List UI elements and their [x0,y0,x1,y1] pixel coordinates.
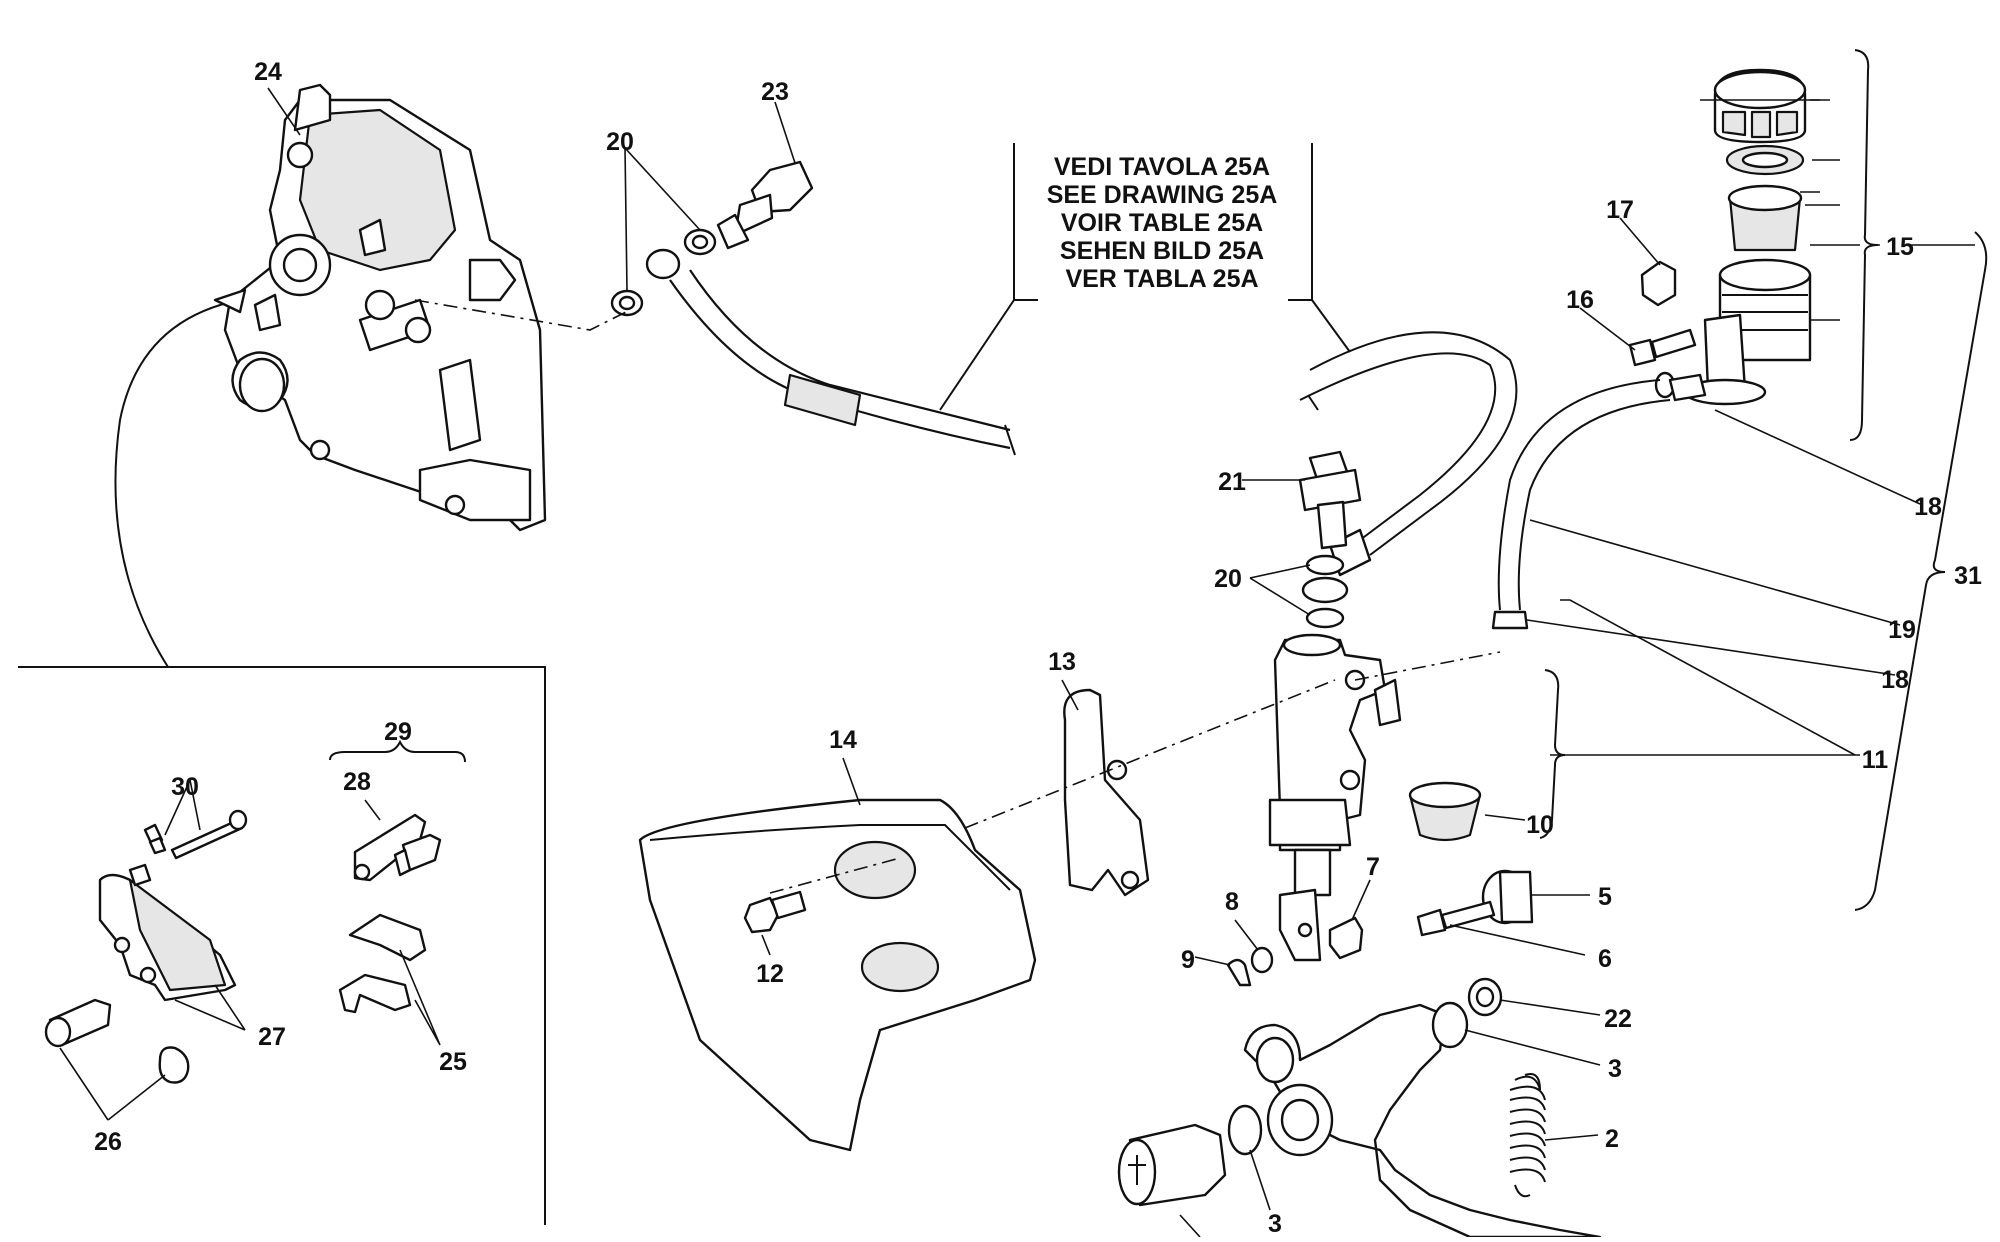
washer-8 [1250,946,1274,974]
fluid-reservoir [1683,68,1812,406]
brace-29 [329,739,466,763]
callout-3-lower: 3 [1268,1210,1282,1237]
screw-16 [1628,328,1697,367]
callout-numbers: 24 23 20 17 16 21 20 15 18 31 19 18 11 1… [94,58,1982,1238]
callout-3-upper: 3 [1608,1055,1622,1083]
callout-12: 12 [756,960,784,988]
hose-clamp-18-top [1654,371,1707,402]
note-line-5: VER TABLA 25A [1065,265,1258,293]
callout-15: 15 [1886,233,1914,261]
pin-30 [143,809,248,860]
screw-6 [1416,900,1496,937]
leader-lines [59,87,1921,1238]
note-line-3: VOIR TABLE 25A [1061,209,1263,237]
callout-30: 30 [171,773,199,801]
washers-20-top [610,228,717,317]
cotter-pin-9 [1226,958,1252,987]
washer-22 [1467,977,1503,1017]
brake-caliper [223,83,547,532]
callout-10: 10 [1526,811,1554,839]
reservoir-clip-17 [1640,260,1677,307]
callout-31: 31 [1954,562,1982,590]
bolt-12 [743,890,807,934]
brake-pads-27 [98,863,237,1002]
callout-2: 2 [1605,1125,1619,1153]
note-line-2: SEE DRAWING 25A [1047,181,1278,209]
brake-pedal [1243,1003,1602,1239]
reservoir-hose-19 [1491,379,1671,630]
callout-18-top: 18 [1914,493,1942,521]
callout-24: 24 [254,58,282,86]
callout-25: 25 [439,1048,467,1076]
banjo-bolt-23 [716,160,814,250]
callout-22: 22 [1604,1005,1632,1033]
pivot-bolt-1 [1117,1123,1227,1207]
callout-28: 28 [343,768,371,796]
callout-29: 29 [384,718,412,746]
callout-23: 23 [761,78,789,106]
pad-pin-26 [44,998,190,1084]
reference-note: VEDI TAVOLA 25A SEE DRAWING 25A VOIR TAB… [939,143,1351,411]
callout-13: 13 [1048,648,1076,676]
inset-frame [18,666,546,1225]
callout-19: 19 [1888,616,1916,644]
cap-10 [1408,781,1482,842]
callout-11: 11 [1862,746,1889,774]
bracket-13 [1063,688,1150,897]
o-ring-3-upper [1431,1001,1469,1049]
caliper-hose-to-inset [114,288,247,668]
callout-18-bottom: 18 [1881,666,1909,694]
kit-28 [353,813,442,882]
rubber-pad-5 [1481,869,1534,925]
callout-20-top: 20 [606,128,634,156]
note-line-1: VEDI TAVOLA 25A [1054,153,1270,181]
callout-8: 8 [1225,888,1239,916]
spring-2 [1509,1073,1546,1198]
banjo-bolt-21 [1298,450,1362,550]
o-ring-3-lower [1227,1104,1263,1156]
brake-hose-upper [669,269,1016,456]
heat-shield [638,798,1037,1152]
callout-20-center: 20 [1214,565,1242,593]
callout-6: 6 [1598,945,1612,973]
master-cylinder [1268,633,1402,962]
callout-17: 17 [1606,196,1634,224]
assembly-axis-lines [414,299,1501,894]
callout-26: 26 [94,1128,122,1156]
brace-31 [1854,231,1988,911]
brace-15 [1849,49,1975,441]
washers-20-center [1301,554,1349,629]
callout-9: 9 [1181,946,1195,974]
callout-7: 7 [1366,853,1380,881]
callout-21: 21 [1218,468,1246,496]
spring-plate-25 [338,913,427,1014]
callout-14: 14 [829,726,857,754]
pin-7 [1328,916,1364,960]
callout-27: 27 [258,1023,286,1051]
callout-16: 16 [1566,286,1594,314]
callout-5: 5 [1598,883,1612,911]
note-line-4: SEHEN BILD 25A [1060,237,1264,265]
brace-11 [1539,669,1566,839]
